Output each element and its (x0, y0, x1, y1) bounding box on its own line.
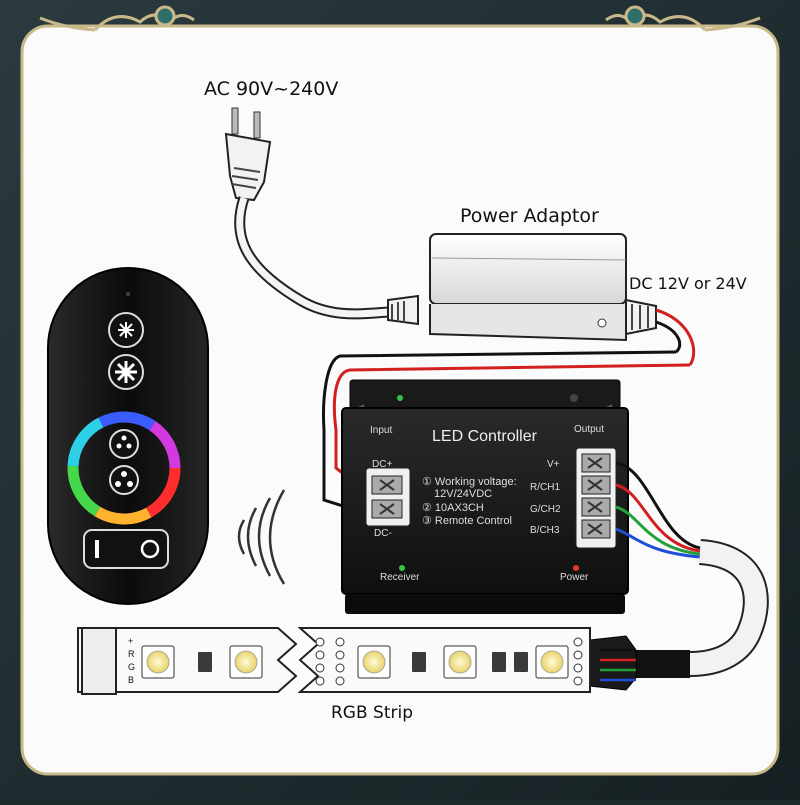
dot-pair-icon (109, 429, 139, 459)
controller-spec-3: ② 10AX3CH (422, 502, 484, 514)
terminal-label-b-ch3: B/CH3 (530, 525, 560, 536)
strip-led-1 (141, 645, 175, 679)
strip-end-cap (81, 627, 117, 695)
power-adaptor (429, 233, 657, 342)
out-wire-black (615, 461, 701, 550)
controller-dc-plus-label: DC+ (372, 459, 393, 470)
out-wire-blue (615, 527, 701, 559)
ir-signal-icon (237, 489, 286, 585)
controller-spec-2: 12V/24VDC (434, 488, 493, 500)
led-controller (341, 379, 629, 614)
strip-led-4 (443, 645, 477, 679)
dc-black-wire (322, 350, 677, 514)
controller-output-label: Output (574, 424, 605, 435)
strip-pin-b: B (128, 675, 135, 685)
remote-control (47, 267, 209, 605)
strip-connector (636, 650, 690, 678)
adaptor-indicator (597, 318, 607, 328)
power-switch-icon (83, 529, 169, 569)
strip-cable (689, 541, 767, 675)
power-adaptor-label: Power Adaptor (460, 205, 599, 227)
ac-input-label: AC 90V~240V (204, 78, 339, 100)
power-led (573, 565, 579, 571)
rgb-strip (77, 627, 591, 695)
terminal-label-g-ch2: G/CH2 (530, 504, 561, 515)
receiver-led-top (397, 395, 403, 401)
strip-led-3 (357, 645, 391, 679)
strip-pin-r: R (128, 649, 135, 659)
strip-pads (315, 637, 583, 686)
sun-dim-icon (108, 312, 144, 348)
strip-led-2 (229, 645, 263, 679)
power-label: Power (560, 572, 589, 583)
dc-lead-black (655, 320, 682, 354)
plug-icon (224, 107, 272, 202)
controller-dc-minus-label: DC- (374, 528, 392, 539)
dc-red-wire (332, 363, 691, 490)
dc-output-label: DC 12V or 24V (629, 274, 747, 293)
rgb-strip-label: RGB Strip (331, 703, 414, 723)
receiver-label: Receiver (380, 572, 420, 583)
out-wire-green (615, 505, 701, 556)
color-wheel-icon (67, 411, 181, 525)
sun-bright-icon (108, 354, 144, 390)
terminal-label-r-ch1: R/CH1 (530, 482, 561, 493)
strip-led-5 (535, 645, 569, 679)
strip-resistors (198, 652, 528, 672)
strip-pin-g: G (128, 662, 136, 672)
terminal-label-v-plus: V+ (547, 459, 560, 470)
ornament-right (605, 5, 761, 32)
controller-title: LED Controller (432, 428, 537, 445)
controller-spec-4: ③ Remote Control (422, 515, 512, 527)
controller-input-label: Input (370, 425, 393, 436)
controller-spec-1: ① Working voltage: (422, 476, 517, 488)
dc-lead-red (655, 308, 696, 366)
receiver-led (399, 565, 405, 571)
ornament-left (39, 5, 195, 32)
dot-triple-icon (109, 465, 139, 495)
out-wire-red (615, 483, 701, 553)
ac-cable (236, 196, 389, 318)
strip-pin-plus: + (128, 636, 134, 646)
